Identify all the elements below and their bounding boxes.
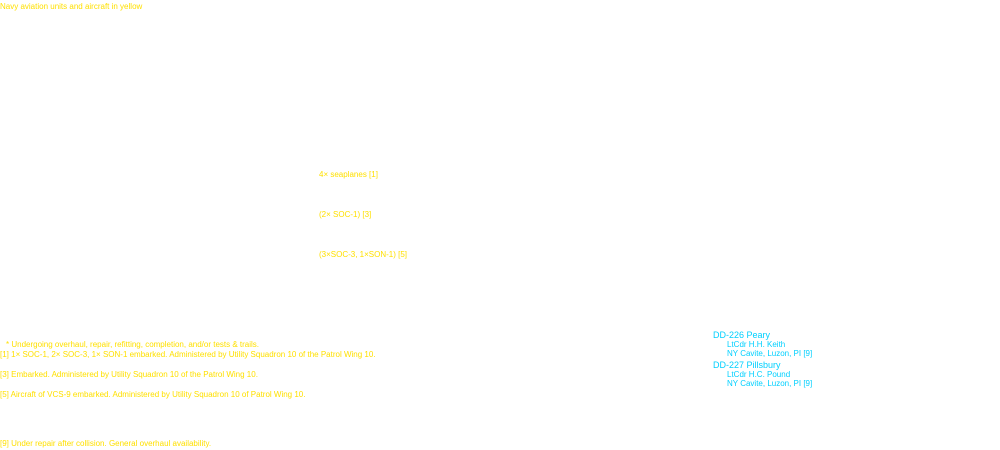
ship-name: DD-227 Pillsbury <box>713 360 781 370</box>
aircraft-entry-soc1: (2× SOC-1) [3] <box>319 210 372 219</box>
legend-note: Navy aviation units and aircraft in yell… <box>0 2 143 11</box>
aircraft-entry-soc3-son1: (3×SOC-3, 1×SON-1) [5] <box>319 250 408 259</box>
ship-entry-pillsbury: DD-227 Pillsbury LtCdr H.C. Pound NY Cav… <box>713 360 812 388</box>
footnote-1: [1] 1× SOC-1, 2× SOC-3, 1× SON-1 embarke… <box>0 350 376 359</box>
ship-commander: LtCdr H.H. Keith <box>727 340 786 349</box>
ship-entry-peary: DD-226 Peary LtCdr H.H. Keith NY Cavite,… <box>713 330 812 358</box>
footnote-overhaul: * Undergoing overhaul, repair, refitting… <box>6 340 260 349</box>
ship-location: NY Cavite, Luzon, PI [9] <box>727 379 813 388</box>
ship-commander: LtCdr H.C. Pound <box>727 370 791 379</box>
ship-name: DD-226 Peary <box>713 330 771 340</box>
ship-location: NY Cavite, Luzon, PI [9] <box>727 349 813 358</box>
footnote-9: [9] Under repair after collision. Genera… <box>0 439 212 448</box>
footnote-5: [5] Aircraft of VCS-9 embarked. Administ… <box>0 390 306 399</box>
footnote-3: [3] Embarked. Administered by Utility Sq… <box>0 370 258 379</box>
aircraft-entry-seaplanes: 4× seaplanes [1] <box>319 170 378 179</box>
